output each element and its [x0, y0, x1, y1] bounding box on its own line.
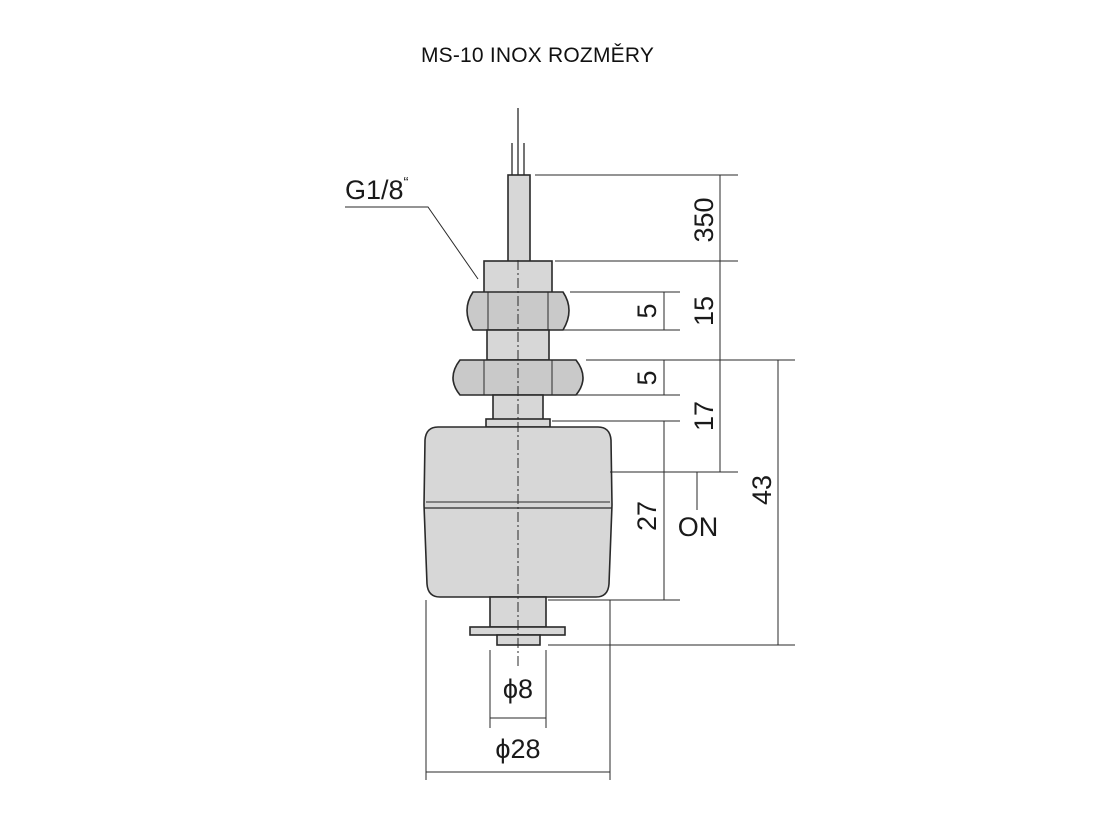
extension-lines — [535, 174, 795, 646]
dim-5-top-label: 5 — [632, 303, 662, 318]
dimension-lines — [663, 175, 779, 645]
dim-15-label: 15 — [689, 296, 719, 326]
dia-8-label: ϕ8 — [503, 674, 533, 704]
on-label: ON — [678, 512, 719, 542]
drawing-title: MS-10 INOX ROZMĚRY — [420, 44, 655, 67]
dia-28-label: ϕ28 — [495, 734, 540, 764]
cable — [507, 108, 531, 264]
dim-43-label: 43 — [747, 475, 777, 505]
dim-5-bottom-label: 5 — [632, 370, 662, 385]
dim-27-label: 27 — [632, 501, 662, 531]
thread-label: G1/8“ — [345, 174, 409, 205]
diameter-dimensions — [425, 600, 611, 780]
dim-350-label: 350 — [689, 197, 719, 242]
dim-17-label: 17 — [689, 401, 719, 431]
thread-leader — [345, 206, 479, 280]
